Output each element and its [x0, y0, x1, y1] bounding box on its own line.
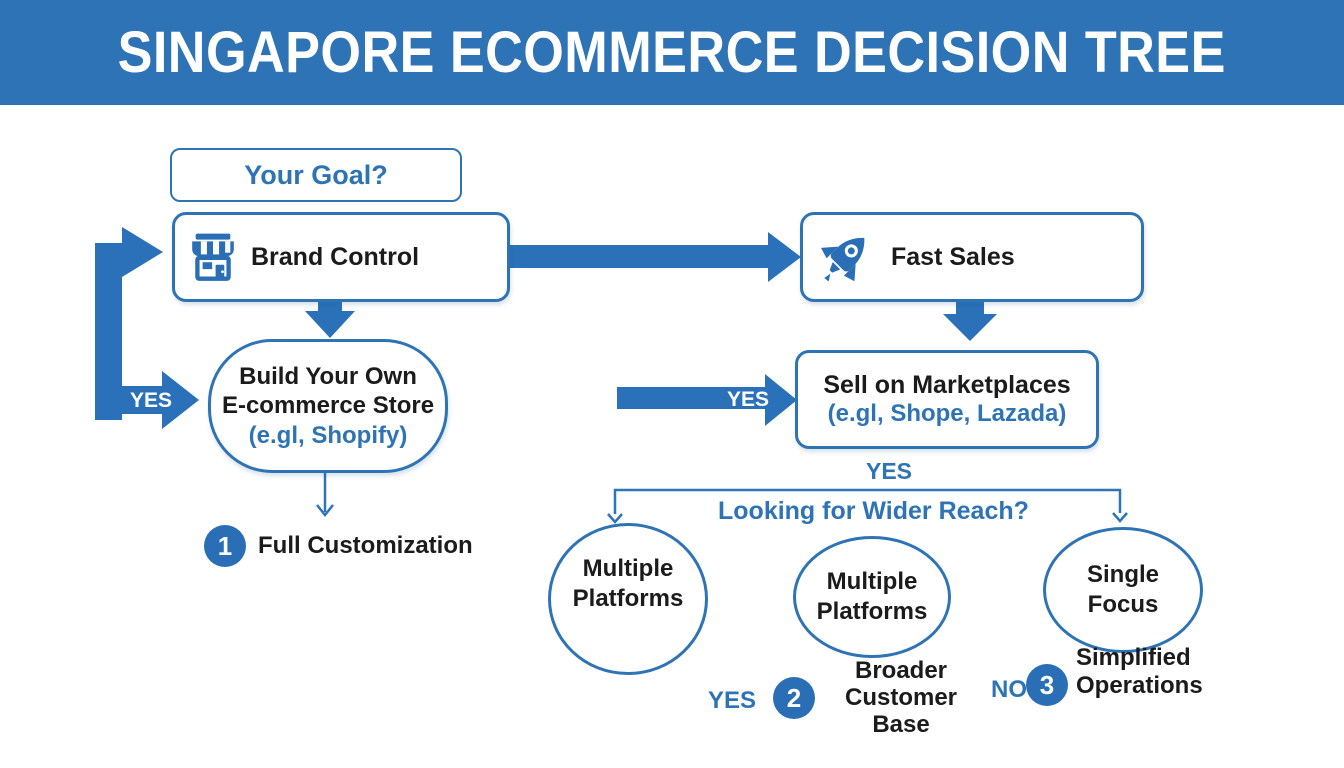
marketplaces-line1: Sell on Marketplaces: [823, 370, 1071, 399]
badge-2: 2: [773, 677, 815, 719]
no-bottom-label: NO: [991, 676, 1027, 703]
header-bar: SINGAPORE ECOMMERCE DECISION TREE: [0, 0, 1344, 105]
outcome-2-line1: Broader: [854, 657, 948, 684]
reach-question-label: Looking for Wider Reach?: [718, 497, 1029, 525]
storefront-icon: [192, 233, 234, 281]
yes-marketplace-label: YES: [726, 388, 770, 411]
badge-1: 1: [204, 525, 246, 567]
circle3-line2: Focus: [1087, 591, 1159, 618]
arrow-brand-to-fast: [492, 232, 801, 282]
circle1-line1: Multiple: [582, 555, 674, 582]
build-store-line1: Build Your Own: [239, 363, 417, 391]
outcome-3-line1: Simplified: [1076, 644, 1191, 671]
connector-build-down: [316, 467, 334, 518]
outcome-2-label: Broader Customer Base: [820, 657, 982, 738]
outcome-3-label: Simplified Operations: [1076, 644, 1203, 700]
circle-multiple-platforms-1: Multiple Platforms: [548, 523, 708, 675]
brand-control-node: Brand Control: [172, 212, 510, 302]
circle-single-focus: Single Focus: [1043, 527, 1203, 653]
fast-sales-node: Fast Sales: [800, 212, 1144, 302]
yes-bracket-label: YES: [865, 458, 913, 484]
circle1-line2: Platforms: [572, 585, 684, 612]
arrow-fast-down: [943, 296, 997, 341]
build-store-line3: (e.gl, Shopify): [248, 421, 408, 449]
goal-node: Your Goal?: [170, 148, 462, 202]
circle3-line1: Single: [1086, 561, 1159, 588]
rocket-icon: [821, 237, 865, 282]
circle2-line1: Multiple: [826, 568, 918, 595]
badge-3: 3: [1026, 664, 1068, 706]
page-title: SINGAPORE ECOMMERCE DECISION TREE: [117, 20, 1227, 85]
circle2-line2: Platforms: [816, 598, 928, 625]
marketplaces-line2: (e.gl, Shope, Lazada): [827, 400, 1067, 428]
yes-left-label: YES: [129, 389, 173, 412]
yes-bottom-label: YES: [708, 687, 757, 714]
goal-label: Your Goal?: [244, 159, 388, 190]
circle-multiple-platforms-2: Multiple Platforms: [793, 536, 951, 658]
build-store-node: Build Your Own E-commerce Store (e.gl, S…: [208, 339, 448, 473]
outcome-3-line2: Operations: [1076, 672, 1203, 699]
outcome-1-label: Full Customization: [258, 532, 473, 559]
fast-sales-label: Fast Sales: [891, 242, 1015, 271]
marketplaces-node: Sell on Marketplaces (e.gl, Shope, Lazad…: [795, 350, 1099, 449]
build-store-line2: E-commerce Store: [221, 392, 435, 420]
brand-control-label: Brand Control: [251, 242, 420, 271]
outcome-2-line2: Customer Base: [844, 684, 958, 738]
